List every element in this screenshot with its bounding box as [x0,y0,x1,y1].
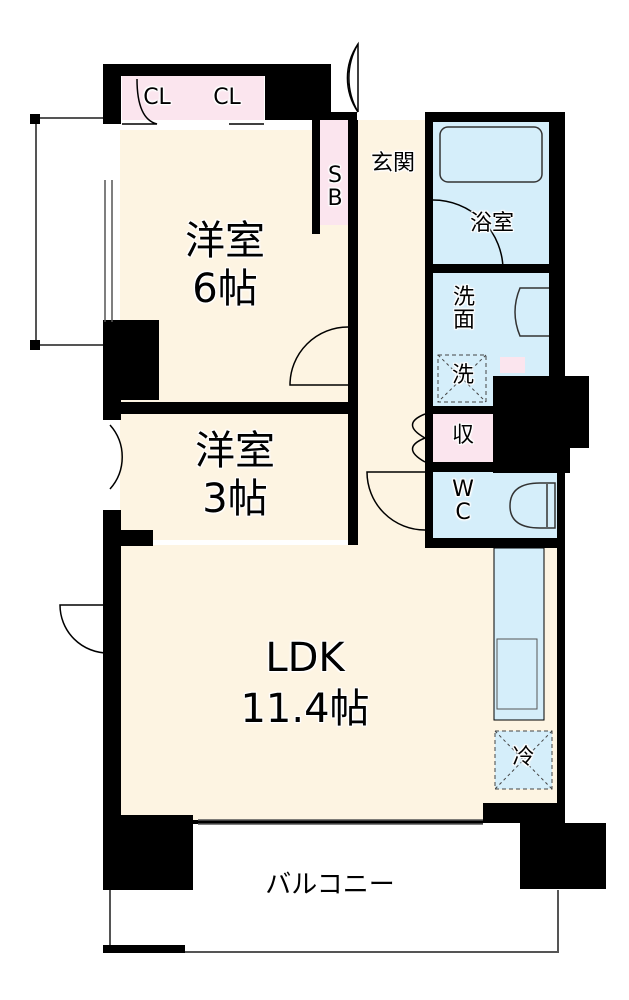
storage-door [411,413,427,463]
bathtub [439,126,543,183]
storage-area [433,414,493,462]
toilet [509,482,556,529]
western-3-name: 洋室 [195,428,275,474]
balcony-label: バルコニー [265,870,395,900]
closet-area [122,74,264,120]
closet-2-label: CL [213,85,241,110]
shoe-box-area [320,120,348,225]
closet-1-label: CL [143,85,171,110]
ldk-size: 11.4帖 [240,686,370,732]
western3-door [109,424,123,490]
walls [103,64,606,890]
western6-door [289,326,349,386]
bath-door [432,199,504,271]
washer-label: 洗 [451,363,474,388]
fixtures [439,126,556,529]
western-3-floor [120,414,348,540]
wc-door [366,471,426,531]
western-6-size: 6帖 [192,266,258,312]
ldk-name: LDK [265,635,345,681]
windows [104,180,483,825]
hallway-floor [358,120,428,545]
entrance-label: 玄関 [370,151,415,176]
fridge-label: 冷 [512,745,535,770]
wc-label: W C [452,477,474,526]
bath-area [433,122,549,264]
doors [59,41,504,654]
western-3-size: 3帖 [202,476,268,522]
kitchen-sink [496,638,538,710]
bath-label: 浴室 [469,211,514,236]
ldk-side-door [59,604,109,654]
western-6-name: 洋室 [185,218,265,264]
entrance-door-arc [348,43,359,113]
washroom-label: 洗 面 [452,285,475,334]
washbasin [514,287,551,337]
ldk-floor [120,545,560,820]
shoe-box-label: S B [327,163,343,212]
storage-label: 収 [451,423,474,448]
kitchen-counter [493,547,545,721]
closet-door-1 [122,78,158,125]
